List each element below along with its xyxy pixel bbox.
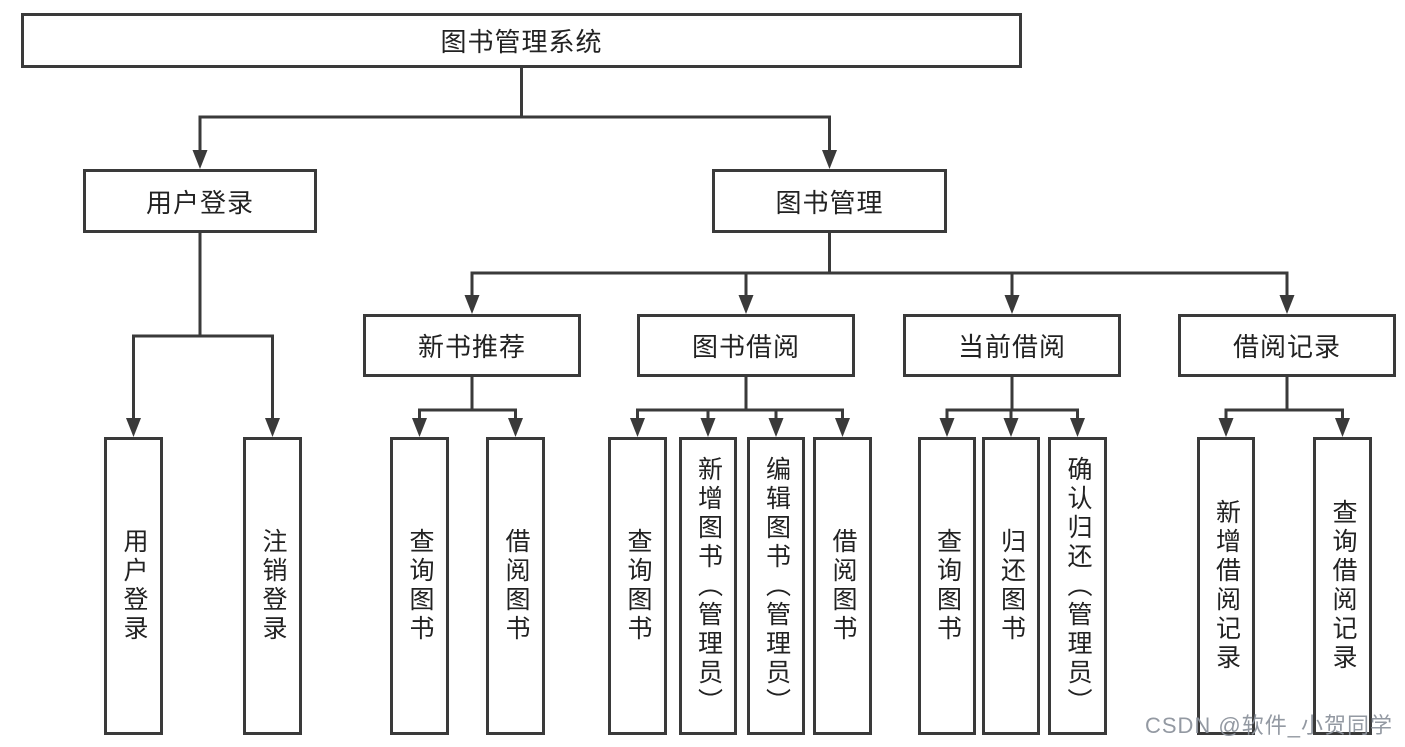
node-current-borrowing: 当前借阅 (903, 314, 1121, 377)
leaf-add-books-admin: 新增图书（管理员） (679, 437, 737, 735)
leaf-edit-books-admin: 编辑图书（管理员） (747, 437, 805, 735)
leaf-user-login: 用户登录 (104, 437, 163, 735)
leaf-query-books-1: 查询图书 (390, 437, 449, 735)
leaf-borrow-books-1: 借阅图书 (486, 437, 545, 735)
node-user-login: 用户登录 (83, 169, 317, 233)
leaf-query-books-2: 查询图书 (608, 437, 667, 735)
node-book-management: 图书管理 (712, 169, 947, 233)
leaf-confirm-return-admin: 确认归还（管理员） (1048, 437, 1107, 735)
node-book-borrowing: 图书借阅 (637, 314, 855, 377)
node-new-book-recommend: 新书推荐 (363, 314, 581, 377)
csdn-watermark: CSDN @软件_小贺同学 (1144, 713, 1393, 738)
leaf-logout: 注销登录 (243, 437, 302, 735)
node-borrowing-records: 借阅记录 (1178, 314, 1396, 377)
leaf-query-borrow-record: 查询借阅记录 (1313, 437, 1372, 735)
leaf-query-books-3: 查询图书 (918, 437, 976, 735)
leaf-return-books: 归还图书 (982, 437, 1040, 735)
leaf-borrow-books-2: 借阅图书 (813, 437, 872, 735)
leaf-add-borrow-record: 新增借阅记录 (1197, 437, 1255, 735)
node-root-library-system: 图书管理系统 (21, 13, 1022, 68)
